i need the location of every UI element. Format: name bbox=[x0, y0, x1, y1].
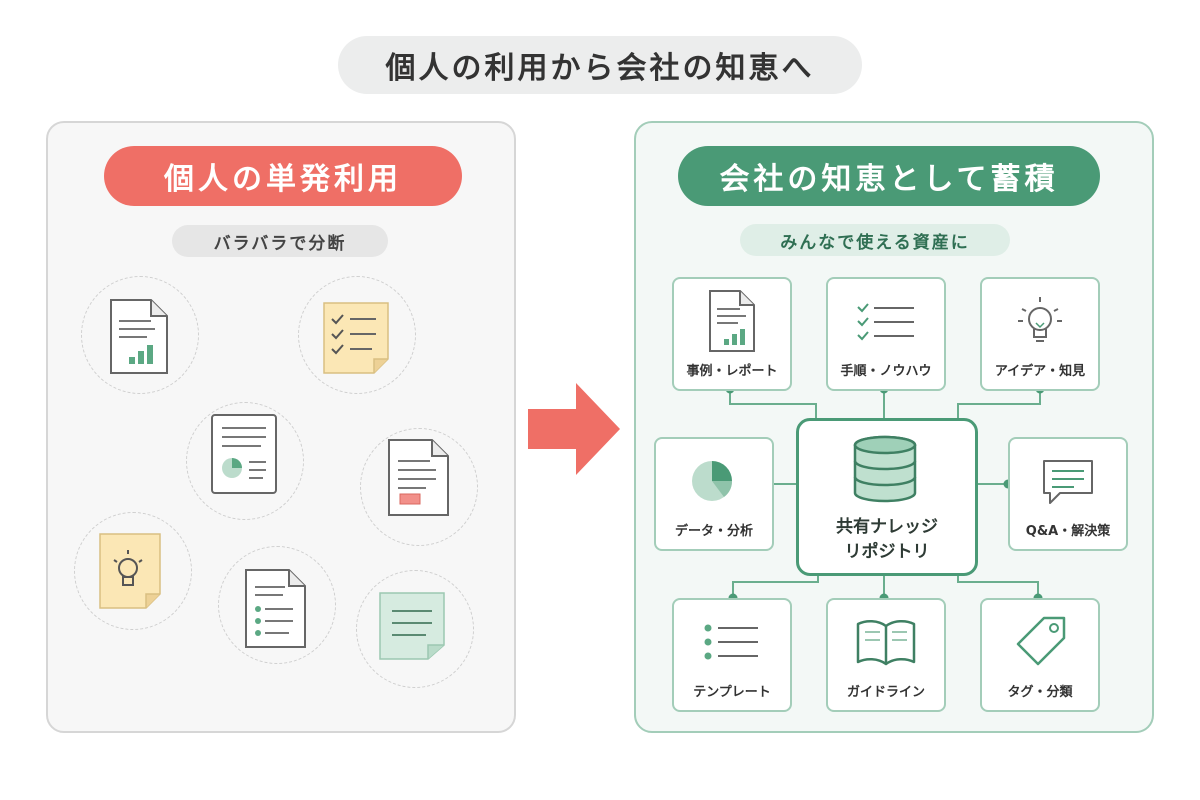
lightbulb-icon bbox=[1018, 297, 1062, 342]
dashed-circle bbox=[186, 402, 304, 520]
dashed-circle bbox=[218, 546, 336, 664]
chat-bubble-icon bbox=[1043, 460, 1093, 504]
right-header: 会社の知恵として蓄積 bbox=[678, 146, 1100, 206]
checklist-note-icon bbox=[323, 302, 389, 374]
idea-note-icon bbox=[99, 533, 161, 609]
main-title: 個人の利用から会社の知恵へ bbox=[338, 36, 862, 94]
node-guidelines: ガイドライン bbox=[826, 598, 946, 712]
left-header: 個人の単発利用 bbox=[104, 146, 462, 206]
node-tags: タグ・分類 bbox=[980, 598, 1100, 712]
document-bar-chart-icon bbox=[110, 299, 168, 374]
dashed-circle bbox=[360, 428, 478, 546]
pie-chart-icon bbox=[692, 461, 732, 501]
center-label-line1: 共有ナレッジ bbox=[836, 517, 938, 537]
node-data-analysis: データ・分析 bbox=[654, 437, 774, 551]
center-label: 共有ナレッジ リポジトリ bbox=[799, 515, 975, 565]
document-highlight-icon bbox=[388, 439, 449, 516]
database-icon bbox=[853, 435, 917, 503]
node-label: テンプレート bbox=[693, 685, 771, 700]
node-templates: テンプレート bbox=[672, 598, 792, 712]
node-label: アイデア・知見 bbox=[994, 364, 1086, 379]
node-label: ガイドライン bbox=[846, 685, 925, 700]
dashed-circle bbox=[356, 570, 474, 688]
right-subheader: みんなで使える資産に bbox=[740, 224, 1010, 256]
node-ideas: アイデア・知見 bbox=[980, 277, 1100, 391]
dashed-circle bbox=[81, 276, 199, 394]
node-label: データ・分析 bbox=[674, 524, 753, 539]
center-label-line2: リポジトリ bbox=[844, 542, 930, 562]
document-pie-chart-icon bbox=[211, 414, 277, 494]
dashed-circle bbox=[298, 276, 416, 394]
tag-icon bbox=[1016, 616, 1066, 666]
node-cases-reports: 事例・レポート bbox=[672, 277, 792, 391]
shared-knowledge-repository: 共有ナレッジ リポジトリ bbox=[796, 418, 978, 576]
node-procedures: 手順・ノウハウ bbox=[826, 277, 946, 391]
right-arrow-icon bbox=[528, 383, 620, 475]
node-label: タグ・分類 bbox=[1007, 685, 1073, 700]
node-label: Q&A・解決策 bbox=[1025, 524, 1111, 539]
document-bar-chart-icon bbox=[709, 290, 755, 352]
node-qa: Q&A・解決策 bbox=[1008, 437, 1128, 551]
green-note-icon bbox=[379, 592, 445, 660]
checklist-icon bbox=[857, 303, 914, 341]
open-book-icon bbox=[856, 620, 916, 666]
dashed-circle bbox=[74, 512, 192, 630]
node-label: 手順・ノウハウ bbox=[840, 364, 932, 379]
document-list-icon bbox=[245, 569, 306, 648]
left-subheader: バラバラで分断 bbox=[172, 225, 388, 257]
node-label: 事例・レポート bbox=[686, 364, 778, 379]
bullet-list-icon bbox=[704, 624, 758, 660]
